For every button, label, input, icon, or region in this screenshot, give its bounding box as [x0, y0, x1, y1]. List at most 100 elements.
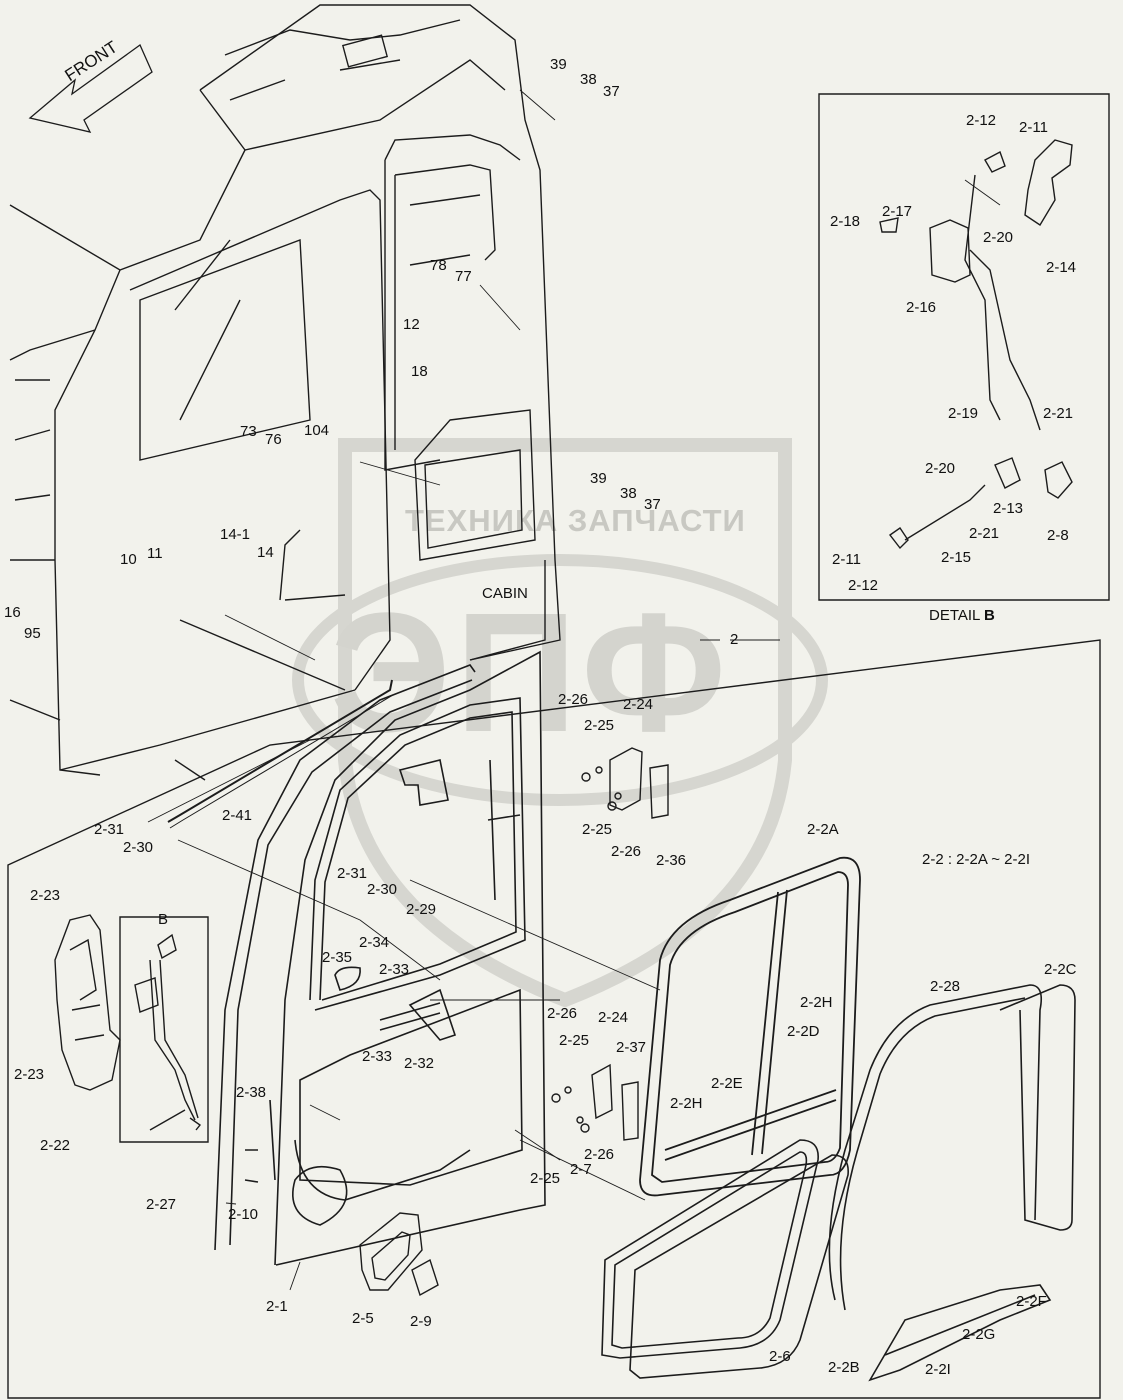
part-label: 2-21 — [969, 525, 1000, 542]
detail-b-mechanism — [880, 140, 1072, 548]
part-label: 37 — [644, 496, 661, 513]
part-label: 2-2C — [1044, 961, 1077, 978]
part-label: 2-32 — [404, 1055, 435, 1072]
part-label: 2-10 — [228, 1206, 259, 1223]
side-panel — [55, 915, 120, 1090]
door-frame — [215, 652, 545, 1265]
part-label: 2-31 — [337, 865, 368, 882]
glass-frame-2-2A — [640, 858, 860, 1196]
part-label: 2-25 — [559, 1032, 590, 1049]
inset-b-caption: B — [158, 911, 169, 928]
part-label: 2-33 — [379, 961, 410, 978]
part-label: 2-2E — [711, 1075, 743, 1092]
part-label: 2-7 — [570, 1161, 592, 1178]
part-label: 2-2A — [807, 821, 839, 838]
part-label: 2-23 — [30, 887, 61, 904]
part-label: 76 — [265, 431, 282, 448]
part-label: 2-17 — [882, 203, 913, 220]
part-label: 2-35 — [322, 949, 353, 966]
part-label: 2-30 — [367, 881, 398, 898]
watermark-brand: ТЕХНИКА ЗАПЧАСТИ — [405, 503, 746, 538]
part-label: 2-26 — [558, 691, 589, 708]
part-label: 38 — [620, 485, 637, 502]
part-label: 2-26 — [611, 843, 642, 860]
part-label: 18 — [411, 363, 428, 380]
part-label: 2-2G — [962, 1326, 996, 1343]
part-label: 12 — [403, 316, 420, 333]
part-label: 2-25 — [582, 821, 613, 838]
part-label: 2-22 — [40, 1137, 71, 1154]
part-label: 2-23 — [14, 1066, 45, 1083]
part-label: 2-2I — [925, 1361, 951, 1378]
part-label: 2-25 — [530, 1170, 561, 1187]
part-label: 2-8 — [1047, 527, 1069, 544]
part-label: 2-2H — [670, 1095, 703, 1112]
door-group-box — [8, 640, 1100, 1398]
part-label: 2-25 — [584, 717, 615, 734]
part-label: 2-5 — [352, 1310, 374, 1327]
part-label: 2-31 — [94, 821, 125, 838]
part-label: 2-26 — [547, 1005, 578, 1022]
part-label: 2-24 — [623, 696, 654, 713]
part-label: 2-27 — [146, 1196, 177, 1213]
part-label: 2-33 — [362, 1048, 393, 1065]
part-label: 2-15 — [941, 549, 972, 566]
cabin-caption: CABIN — [482, 585, 528, 602]
part-label: 2-11 — [832, 551, 861, 568]
part-label: 2-2F — [1016, 1293, 1047, 1310]
part-label: 2-41 — [222, 807, 253, 824]
group-2-caption: 2 — [730, 631, 739, 648]
watermark-logo: ЭПФ — [330, 578, 731, 768]
part-label: 78 — [430, 257, 447, 274]
part-label: 2-2D — [787, 1023, 820, 1040]
part-label: 77 — [455, 268, 472, 285]
part-label: 2-38 — [236, 1084, 267, 1101]
part-label: 2-12 — [848, 577, 879, 594]
inset-b-box — [120, 917, 208, 1142]
detail-b-caption: DETAIL B — [929, 608, 995, 623]
part-label: 95 — [24, 625, 41, 642]
part-label: 104 — [304, 422, 330, 439]
part-label: 14-1 — [220, 526, 251, 543]
part-label: 2-28 — [930, 978, 961, 995]
part-label: 2-34 — [359, 934, 390, 951]
glass-2-28 — [829, 985, 1075, 1380]
part-label: 2-14 — [1046, 259, 1077, 276]
range-note: 2-2 : 2-2A ~ 2-2I — [922, 851, 1030, 868]
part-label: 2-20 — [925, 460, 956, 477]
part-label: 10 — [120, 551, 137, 568]
part-label: 73 — [240, 423, 257, 440]
part-label: 38 — [580, 71, 597, 88]
detail-b-box — [819, 94, 1109, 600]
part-label: 2-13 — [993, 500, 1024, 517]
rod-2-41 — [168, 680, 392, 822]
part-label: 2-6 — [769, 1348, 791, 1365]
part-label: 2-24 — [598, 1009, 629, 1026]
part-label: 16 — [4, 604, 21, 621]
outer-handle — [360, 1213, 438, 1295]
part-label: 39 — [550, 56, 567, 73]
part-label: 2-26 — [584, 1146, 615, 1163]
part-label: 2-20 — [983, 229, 1014, 246]
part-label: 2-11 — [1019, 119, 1048, 136]
part-label: 2-16 — [906, 299, 937, 316]
part-label: 2-37 — [616, 1039, 647, 1056]
hinges — [552, 748, 668, 1140]
part-label: 2-19 — [948, 405, 979, 422]
part-label: 39 — [590, 470, 607, 487]
part-label: 2-18 — [830, 213, 861, 230]
glass-2-7 — [602, 1140, 848, 1378]
part-label: 14 — [257, 544, 274, 561]
part-label: 11 — [147, 545, 163, 562]
part-label: 2-12 — [966, 112, 997, 129]
inset-b-mechanism — [135, 935, 200, 1130]
detail-letter: B — [984, 607, 995, 624]
leader-lines — [148, 90, 1000, 1290]
part-label: 2-30 — [123, 839, 154, 856]
part-label: 2-9 — [410, 1313, 432, 1330]
part-label: 37 — [603, 83, 620, 100]
part-label: 2-36 — [656, 852, 687, 869]
part-label: 2-29 — [406, 901, 437, 918]
